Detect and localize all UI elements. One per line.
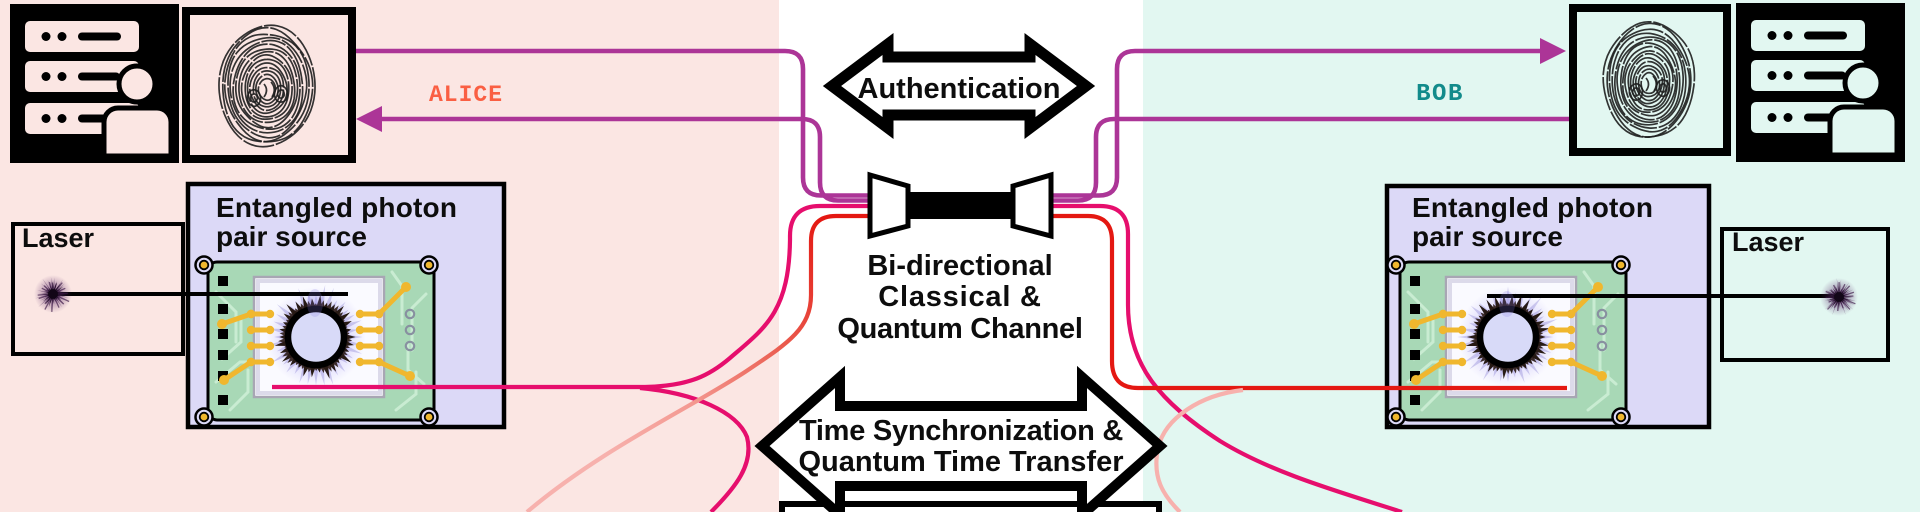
svg-text:pair source: pair source [1412, 221, 1563, 252]
svg-text:BOB: BOB [1416, 81, 1464, 108]
svg-text:Laser: Laser [1732, 227, 1805, 257]
svg-text:Entangled photon: Entangled photon [216, 192, 457, 223]
svg-text:Classical &: Classical & [878, 281, 1042, 313]
svg-text:Bi-directional: Bi-directional [867, 250, 1052, 282]
svg-text:Quantum Channel: Quantum Channel [837, 313, 1082, 345]
svg-text:Entangled photon: Entangled photon [1412, 192, 1653, 223]
svg-text:Time Synchronization &: Time Synchronization & [799, 415, 1123, 447]
svg-text:Quantum Time Transfer: Quantum Time Transfer [799, 446, 1124, 478]
svg-text:ALICE: ALICE [429, 82, 503, 108]
svg-text:Authentication: Authentication [858, 73, 1061, 105]
svg-text:pair source: pair source [216, 221, 367, 252]
svg-text:Laser: Laser [22, 223, 95, 253]
